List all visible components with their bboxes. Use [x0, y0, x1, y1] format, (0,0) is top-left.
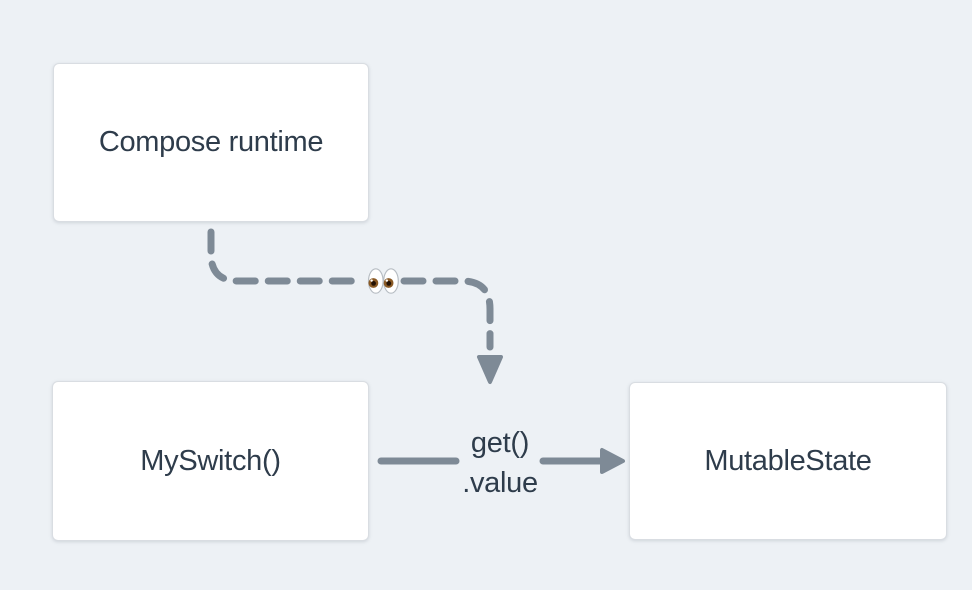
eyes-icon: [367, 268, 399, 294]
node-my-switch: MySwitch(): [52, 381, 369, 541]
read-edge-label-top: get(): [470, 427, 530, 459]
node-compose-runtime: Compose runtime: [53, 63, 369, 222]
node-my-switch-label: MySwitch(): [140, 444, 281, 477]
read-edge-arrowhead: [600, 448, 625, 474]
observe-edge-arrowhead: [477, 355, 503, 384]
read-edge-label-bottom: .value: [462, 467, 538, 499]
node-compose-runtime-label: Compose runtime: [98, 126, 324, 158]
node-mutable-state-label: MutableState: [704, 444, 872, 477]
read-edge-label: get() .value: [430, 423, 570, 503]
node-mutable-state: MutableState: [629, 382, 947, 540]
observe-edge-dashed-path: [207, 228, 494, 351]
